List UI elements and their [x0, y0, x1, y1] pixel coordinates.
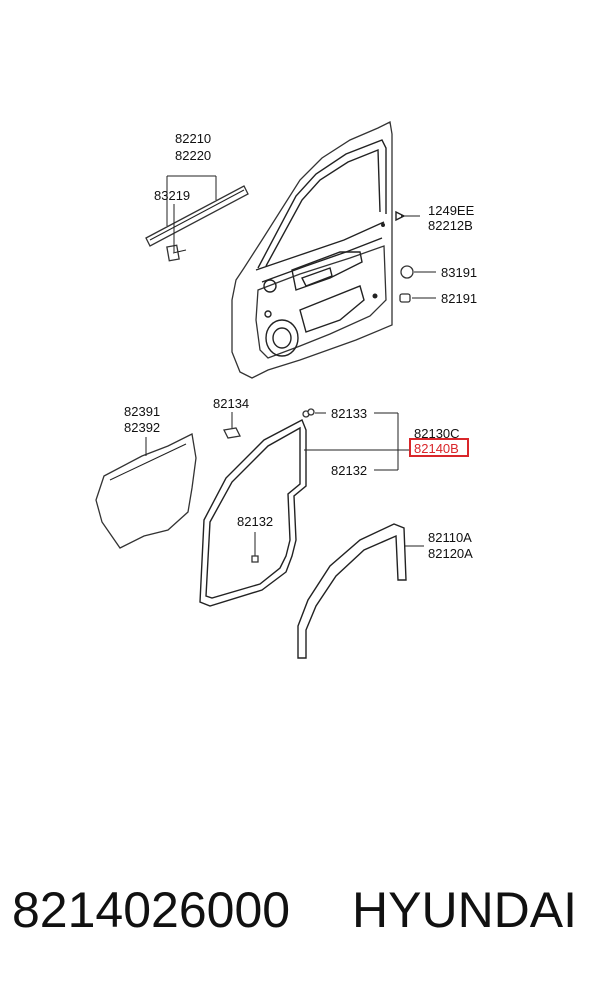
label-82133: 82133: [331, 406, 367, 421]
window-channel-drawing: [297, 523, 424, 659]
label-1249ee: 1249EE: [428, 203, 475, 218]
label-82220: 82220: [175, 148, 211, 163]
label-82132-right: 82132: [331, 463, 367, 478]
label-82130c: 82130C: [414, 426, 460, 441]
label-82210: 82210: [175, 131, 211, 146]
clip-82191-drawing: [399, 293, 436, 303]
screw-1249ee-drawing: [395, 210, 420, 222]
door-weatherstrip-drawing: [199, 408, 326, 607]
label-82120a: 82120A: [428, 546, 473, 561]
label-82110a: 82110A: [428, 530, 472, 545]
label-82191: 82191: [441, 291, 477, 306]
cap-83191-drawing: [400, 265, 436, 279]
brand-text: HYUNDAI: [352, 882, 578, 938]
label-82212b: 82212B: [428, 218, 473, 233]
label-83191: 83191: [441, 265, 477, 280]
label-82134: 82134: [213, 396, 249, 411]
part-number-text: 8214026000: [12, 882, 291, 938]
label-83219: 83219: [154, 188, 190, 203]
belt-weatherstrip-drawing: [145, 185, 249, 262]
door-panel-drawing: [231, 121, 393, 379]
label-82392: 82392: [124, 420, 160, 435]
label-82132-lower: 82132: [237, 514, 273, 529]
label-82140b-highlighted: 82140B: [414, 441, 459, 456]
clip-82134-drawing: [223, 412, 241, 439]
highlight-box: [409, 438, 469, 457]
vinyl-sheet-drawing: [95, 433, 197, 549]
label-82391: 82391: [124, 404, 160, 419]
